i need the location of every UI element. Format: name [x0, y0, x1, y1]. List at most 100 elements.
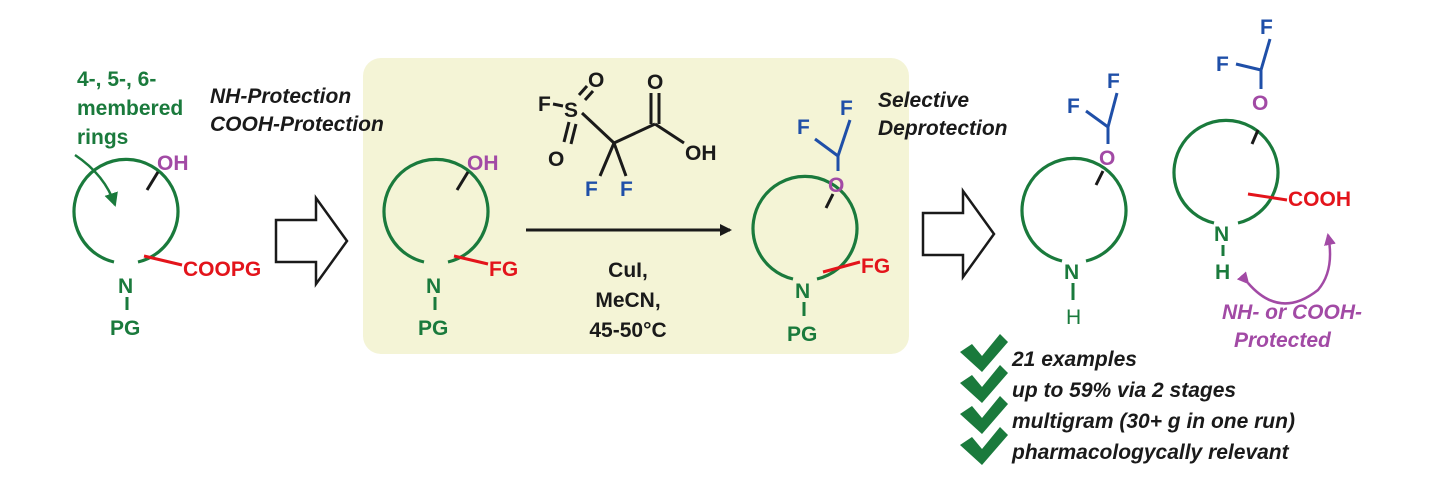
curved-double-arrow: [1236, 233, 1336, 305]
o-bond-cooh-product: [1250, 129, 1260, 145]
checklist-text: pharmacologycally relevant: [1011, 441, 1290, 464]
ring-pointer-arrow: [74, 153, 118, 207]
reaction-highlight-box: [363, 58, 909, 354]
ring-product: [751, 174, 859, 281]
o-label-cooh-product: O: [1252, 92, 1268, 115]
nh-free-product: O F F N H: [1020, 70, 1128, 329]
f2-label-nh-product: F: [1107, 70, 1120, 93]
oh-bond-intermediate: [455, 171, 470, 191]
o-label-product: O: [828, 174, 844, 197]
oh-label-intermediate: OH: [467, 152, 499, 175]
reagent-o1: O: [588, 69, 604, 92]
reagent-oh: OH: [685, 142, 717, 165]
fg-label-intermediate: FG: [489, 258, 518, 281]
conditions-line3: 45-50°C: [589, 319, 666, 342]
protected-note-line2: Protected: [1234, 329, 1332, 352]
h-label-cooh-product: H: [1215, 261, 1230, 284]
reagent-bond-so1b: [583, 90, 595, 101]
conditions-line2: MeCN,: [595, 289, 660, 312]
conditions-line1: CuI,: [608, 259, 648, 282]
pg-label-start: PG: [110, 317, 140, 340]
reagent-bond-so2a: [562, 121, 571, 143]
checklist-text: up to 59% via 2 stages: [1012, 379, 1236, 402]
checklist-item: multigram (30+ g in one run): [960, 396, 1295, 434]
coopg-bond: [143, 254, 183, 267]
c-f2-bond-nh-product: [1106, 92, 1119, 128]
reagent-bond-sc: [580, 111, 616, 145]
reagent-bond-so2b: [569, 123, 578, 145]
reagent-f2: F: [620, 178, 633, 201]
deprotection-line1: Selective: [878, 89, 969, 112]
f2-label-product: F: [840, 97, 853, 120]
ring-sizes-label-line1: 4-, 5-, 6-: [77, 68, 156, 91]
protected-product: O F F FG N PG: [751, 97, 890, 346]
c-f2-bond-cooh-product: [1259, 38, 1272, 71]
reagent-f1: F: [585, 178, 598, 201]
protection-line2: COOH-Protection: [210, 113, 384, 136]
reagent-bond-cc: [613, 122, 656, 145]
checklist-text: 21 examples: [1011, 348, 1137, 371]
ring-intermediate: [382, 157, 490, 264]
o-label-nh-product: O: [1099, 147, 1115, 170]
h-label-nh-product: H: [1066, 306, 1081, 329]
fg-bond-intermediate: [453, 254, 489, 266]
fg-bond-product: [822, 260, 861, 274]
oh-label-start: OH: [157, 152, 189, 175]
checklist-item: up to 59% via 2 stages: [960, 365, 1236, 403]
c-f1-bond-cooh-product: [1235, 62, 1262, 72]
pg-label-intermediate: PG: [418, 317, 448, 340]
coopg-label: COOPG: [183, 258, 261, 281]
reagent-s: S: [564, 99, 578, 122]
cooh-free-product: O F F COOH N H: [1172, 16, 1351, 284]
hollow-arrow-protection: [274, 194, 349, 288]
ring-start: [72, 157, 180, 264]
check-icon: [960, 427, 1008, 465]
protection-line1: NH-Protection: [210, 85, 351, 108]
deprotection-line2: Deprotection: [878, 117, 1008, 140]
n-label-product: N: [795, 280, 810, 303]
checklist: 21 examples up to 59% via 2 stages multi…: [960, 334, 1295, 465]
n-label-intermediate: N: [426, 275, 441, 298]
cooh-label: COOH: [1288, 188, 1351, 211]
f2-label-cooh-product: F: [1260, 16, 1273, 39]
n-label-start: N: [118, 275, 133, 298]
c-f2-bond-product: [836, 119, 852, 157]
c-f1-bond-nh-product: [1085, 109, 1109, 129]
reagent-f: F: [538, 93, 551, 116]
starting-material: 4-, 5-, 6- membered rings OH COOPG N PG: [72, 68, 261, 340]
reagent-o2: O: [548, 148, 564, 171]
checklist-text: multigram (30+ g in one run): [1012, 410, 1295, 433]
reagent-bond-cf1: [598, 142, 616, 177]
reagent-bond-so1a: [577, 85, 589, 96]
protected-note-line1: NH- or COOH-: [1222, 301, 1362, 324]
reagent-o3: O: [647, 71, 663, 94]
n-label-cooh-product: N: [1214, 223, 1229, 246]
f1-label-nh-product: F: [1067, 95, 1080, 118]
ring-sizes-label-line3: rings: [77, 126, 128, 149]
reagent-bond-coh: [654, 122, 685, 145]
reagent-structure: F S O O F F O OH: [538, 69, 717, 201]
reagent-bond-cf2: [612, 142, 628, 177]
cooh-bond: [1247, 192, 1288, 202]
checklist-item: pharmacologycally relevant: [960, 427, 1290, 465]
check-icon: [960, 396, 1008, 434]
fg-label-product: FG: [861, 255, 890, 278]
ring-cooh-product: [1172, 118, 1280, 225]
f1-label-cooh-product: F: [1216, 53, 1229, 76]
ring-nh-product: [1020, 156, 1128, 263]
ring-sizes-label-line2: membered: [77, 97, 183, 120]
protected-intermediate: OH FG N PG: [382, 152, 518, 340]
o-bond-product: [824, 193, 835, 209]
oh-bond: [145, 171, 160, 191]
pg-label-product: PG: [787, 323, 817, 346]
check-icon: [960, 365, 1008, 403]
reagent-bond-fs: [552, 102, 564, 108]
n-label-nh-product: N: [1064, 261, 1079, 284]
f1-label-product: F: [797, 116, 810, 139]
c-f1-bond-product: [814, 137, 839, 158]
o-bond-nh-product: [1094, 170, 1105, 186]
hollow-arrow-deprotection: [921, 187, 996, 281]
check-icon: [960, 334, 1008, 372]
checklist-item: 21 examples: [960, 334, 1137, 372]
